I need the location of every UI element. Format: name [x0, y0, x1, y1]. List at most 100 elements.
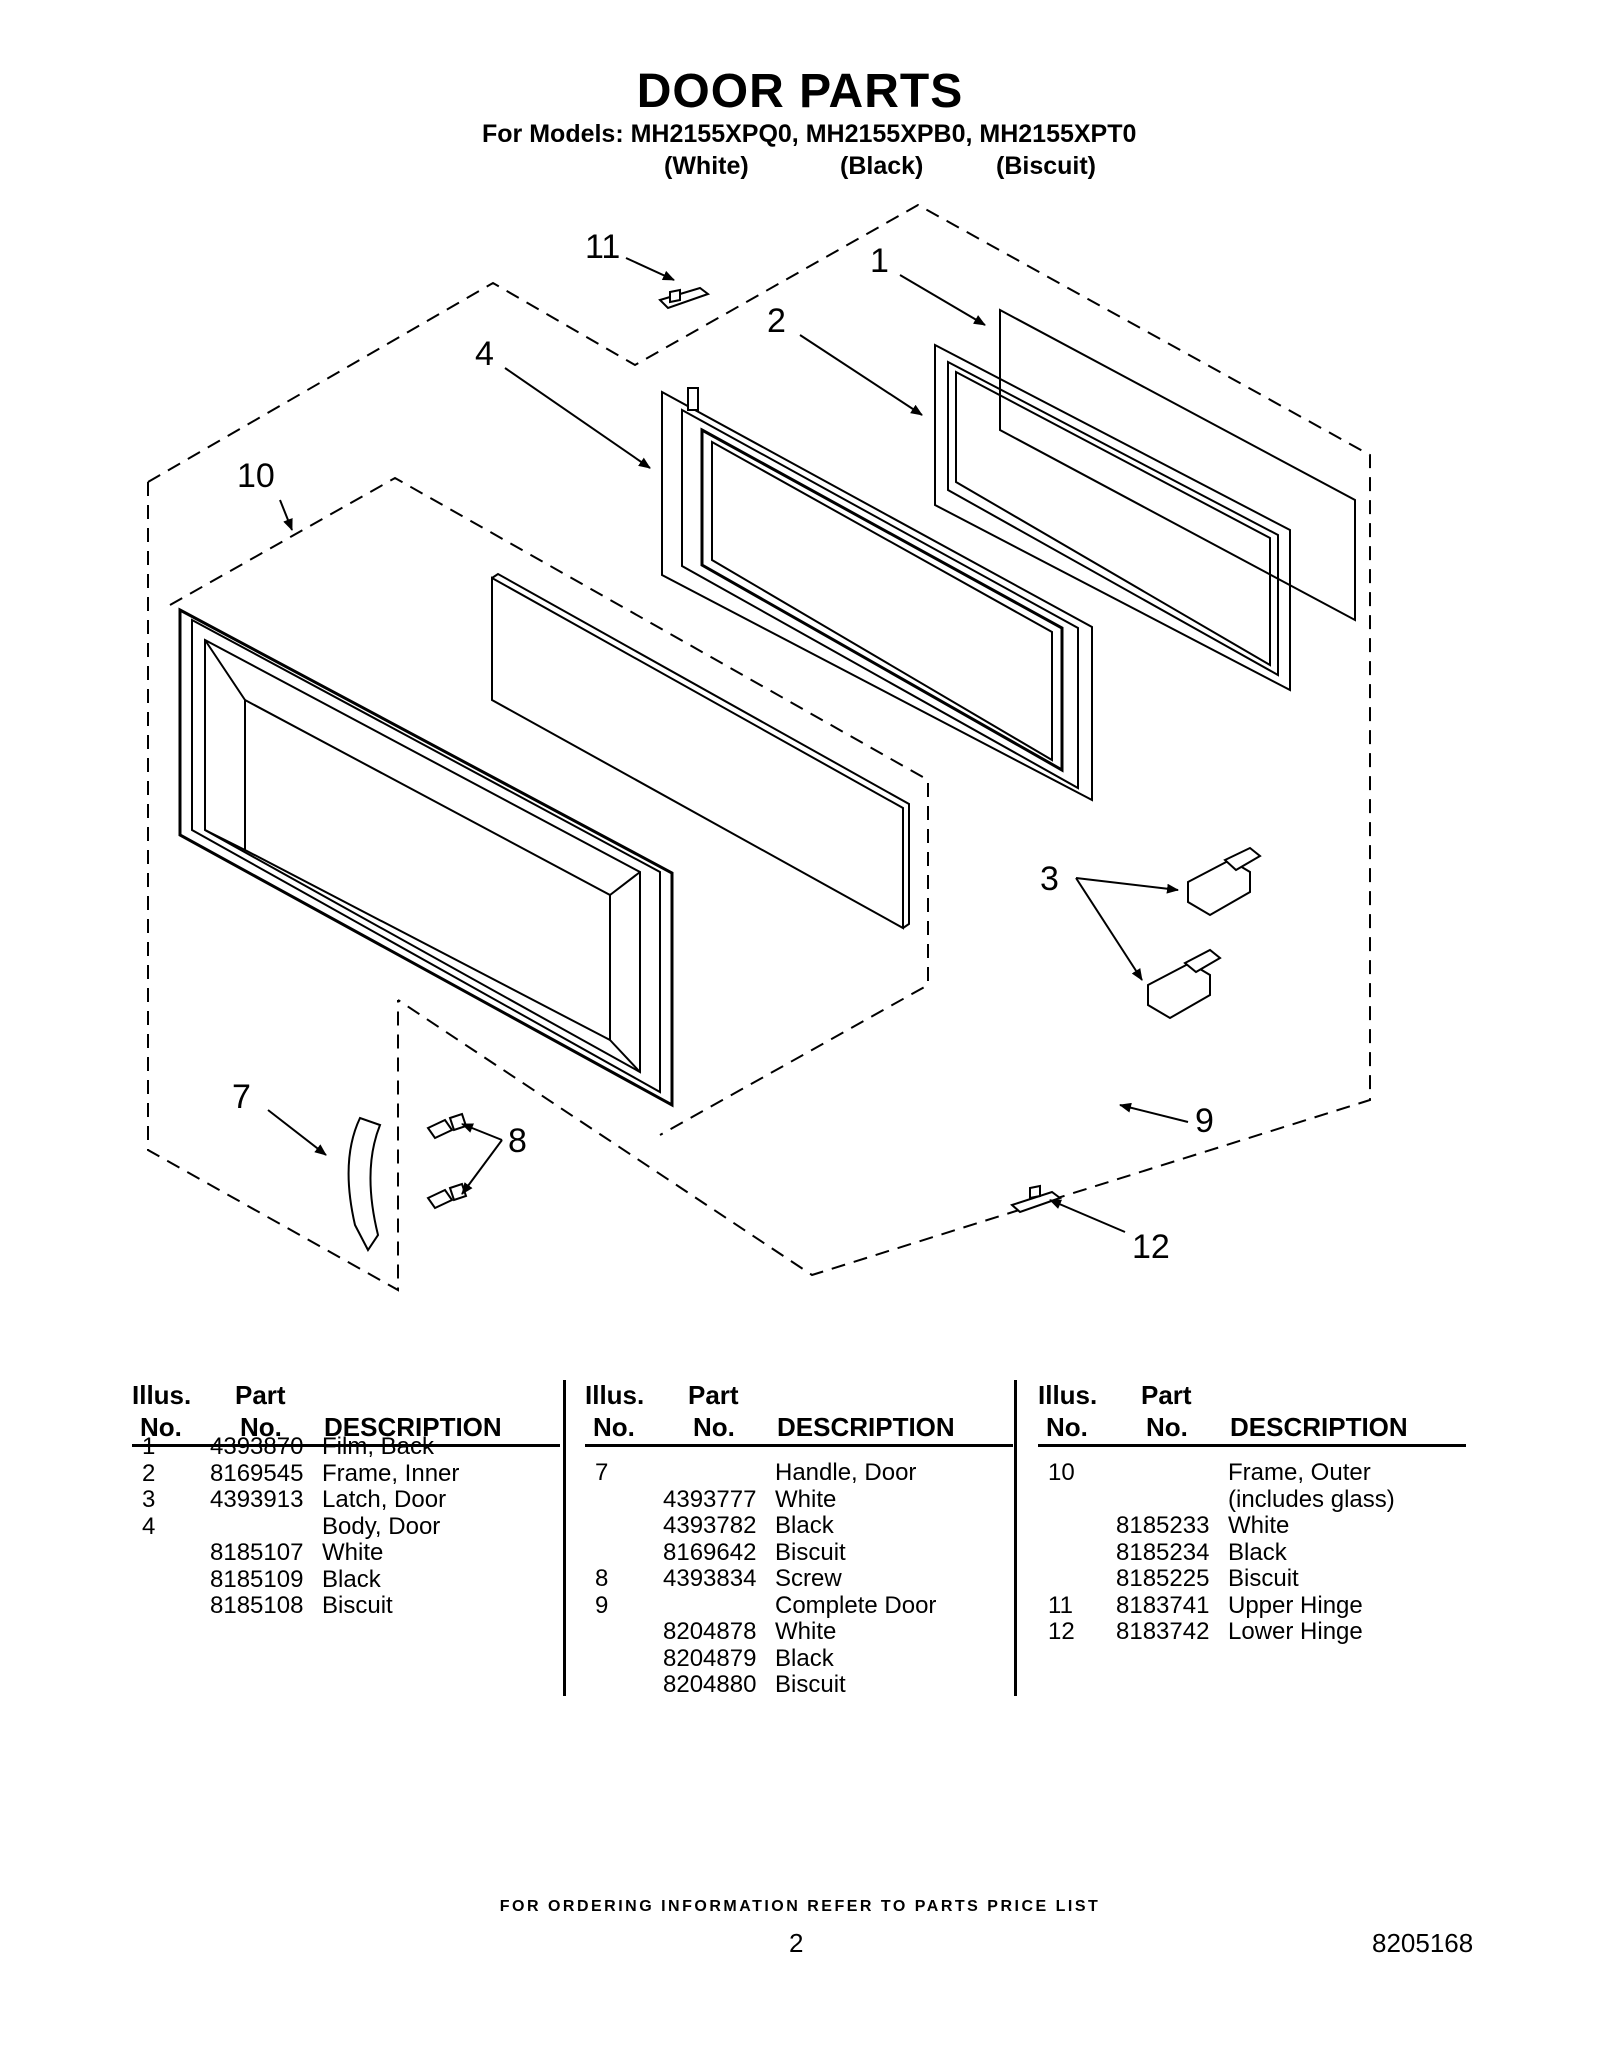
part-description: Frame, Inner: [322, 1459, 460, 1487]
illus-number: 8: [595, 1565, 609, 1592]
part-7-door-handle: [347, 1116, 382, 1252]
part-8-screws: [426, 1112, 468, 1210]
illus-number: 12: [1048, 1618, 1075, 1645]
header-rule: [1038, 1444, 1466, 1447]
page-title: DOOR PARTS: [636, 65, 964, 118]
header-part-no: No.: [1146, 1412, 1188, 1442]
illus-number: 3: [142, 1486, 156, 1513]
part-description: Black: [322, 1565, 381, 1593]
column-divider: [1014, 1380, 1017, 1696]
part-description: Black: [775, 1644, 834, 1672]
part-number: 4393782: [663, 1512, 757, 1539]
callout-1: 1: [870, 242, 889, 280]
part-number: 8185108: [210, 1592, 304, 1619]
header-part: Part: [1141, 1380, 1192, 1410]
part-number: 4393913: [210, 1486, 304, 1513]
part-number: 8185107: [210, 1539, 304, 1566]
callout-7: 7: [232, 1078, 251, 1116]
part-description: Screw: [775, 1565, 842, 1592]
part-number: 8204879: [663, 1644, 757, 1672]
color-label-biscuit: (Biscuit): [996, 152, 1096, 180]
illus-number: 1: [142, 1433, 156, 1460]
callout-12: 12: [1132, 1228, 1170, 1266]
illus-number: 11: [1048, 1591, 1073, 1619]
part-number: 8185225: [1116, 1565, 1210, 1592]
header-part: Part: [235, 1380, 286, 1410]
part-description: Black: [1228, 1538, 1287, 1566]
callout-8: 8: [508, 1122, 527, 1160]
part-12-lower-hinge: [1010, 1184, 1063, 1214]
part-number: 8183741: [1116, 1591, 1210, 1619]
part-description: Lower Hinge: [1228, 1618, 1363, 1645]
header-part: Part: [688, 1380, 739, 1410]
part-description: Complete Door: [775, 1591, 937, 1619]
part-number: 8183742: [1116, 1618, 1210, 1645]
part-1-back-film: [999, 308, 1356, 622]
part-description: White: [775, 1485, 837, 1513]
part-description: Frame, Outer: [1228, 1459, 1371, 1486]
part-description: Biscuit: [1228, 1565, 1299, 1592]
part-2-inner-frame: [934, 343, 1291, 692]
callout-11: 11: [585, 228, 620, 266]
outer-boundary-left: [147, 482, 399, 1292]
part-10-outer-frame: [178, 607, 674, 1108]
illus-number: 2: [142, 1459, 156, 1487]
header-part-no: No.: [240, 1412, 282, 1442]
part-number: 8169642: [663, 1538, 757, 1566]
part-description: Biscuit: [775, 1671, 846, 1698]
part-number: 4393834: [663, 1565, 757, 1592]
illus-number: 9: [595, 1591, 609, 1619]
outer-boundary: [147, 203, 1371, 1277]
header-illus-no: No.: [1046, 1412, 1088, 1442]
header-description: DESCRIPTION: [324, 1412, 502, 1442]
part-description: Biscuit: [322, 1592, 393, 1619]
part-number: 8185109: [210, 1565, 304, 1593]
part-description: Biscuit: [775, 1538, 846, 1566]
color-label-white: (White): [664, 152, 749, 180]
header-rule: [132, 1444, 560, 1447]
header-illus-no: No.: [140, 1412, 182, 1442]
part-3-latch-bottom: [1147, 948, 1222, 1020]
page-number: 2: [789, 1928, 804, 1958]
part-4-door-body: [661, 387, 1093, 802]
header-illus: Illus.: [132, 1380, 192, 1410]
part-description: White: [775, 1618, 837, 1645]
part-11-upper-hinge: [658, 286, 711, 310]
part-number: 8204880: [663, 1671, 757, 1698]
color-label-black: (Black): [840, 152, 924, 180]
exploded-parts-diagram: 11 1 2 4 10 3 7 8 9 12: [147, 203, 1371, 1292]
part-number: 4393777: [663, 1485, 757, 1513]
illus-number: 4: [142, 1512, 156, 1540]
column-divider: [563, 1380, 566, 1696]
part-number: 8169545: [210, 1459, 304, 1487]
part-description: White: [322, 1539, 384, 1566]
part-description: Film, Back: [322, 1433, 435, 1460]
part-description: Upper Hinge: [1228, 1591, 1363, 1619]
part-number: 8185234: [1116, 1538, 1210, 1566]
part-number: 8204878: [663, 1618, 757, 1645]
part-3-latch-top: [1187, 846, 1262, 917]
part-description: White: [1228, 1512, 1290, 1539]
ordering-note: FOR ORDERING INFORMATION REFER TO PARTS …: [499, 1898, 1101, 1915]
part-description: Body, Door: [322, 1512, 441, 1540]
part-number: 8185233: [1116, 1512, 1210, 1539]
illus-number: 7: [595, 1459, 609, 1486]
part-description: Handle, Door: [775, 1459, 917, 1486]
part-description: Latch, Door: [322, 1486, 447, 1513]
callout-9: 9: [1195, 1102, 1214, 1140]
header-illus: Illus.: [585, 1380, 645, 1410]
callout-4: 4: [475, 335, 494, 373]
document-number: 8205168: [1372, 1928, 1474, 1958]
part-description: Black: [775, 1512, 834, 1539]
part-description: (includes glass): [1228, 1485, 1395, 1513]
header-illus: Illus.: [1038, 1380, 1098, 1410]
callout-3: 3: [1040, 860, 1059, 898]
illus-number: 10: [1048, 1459, 1075, 1486]
header-part-no: No.: [693, 1412, 735, 1442]
header-description: DESCRIPTION: [777, 1412, 955, 1442]
callout-2: 2: [767, 302, 786, 340]
inner-boundary: [169, 476, 929, 1136]
header-description: DESCRIPTION: [1230, 1412, 1408, 1442]
model-list: For Models: MH2155XPQ0, MH2155XPB0, MH21…: [482, 120, 1137, 148]
part-number: 4393870: [210, 1433, 304, 1460]
